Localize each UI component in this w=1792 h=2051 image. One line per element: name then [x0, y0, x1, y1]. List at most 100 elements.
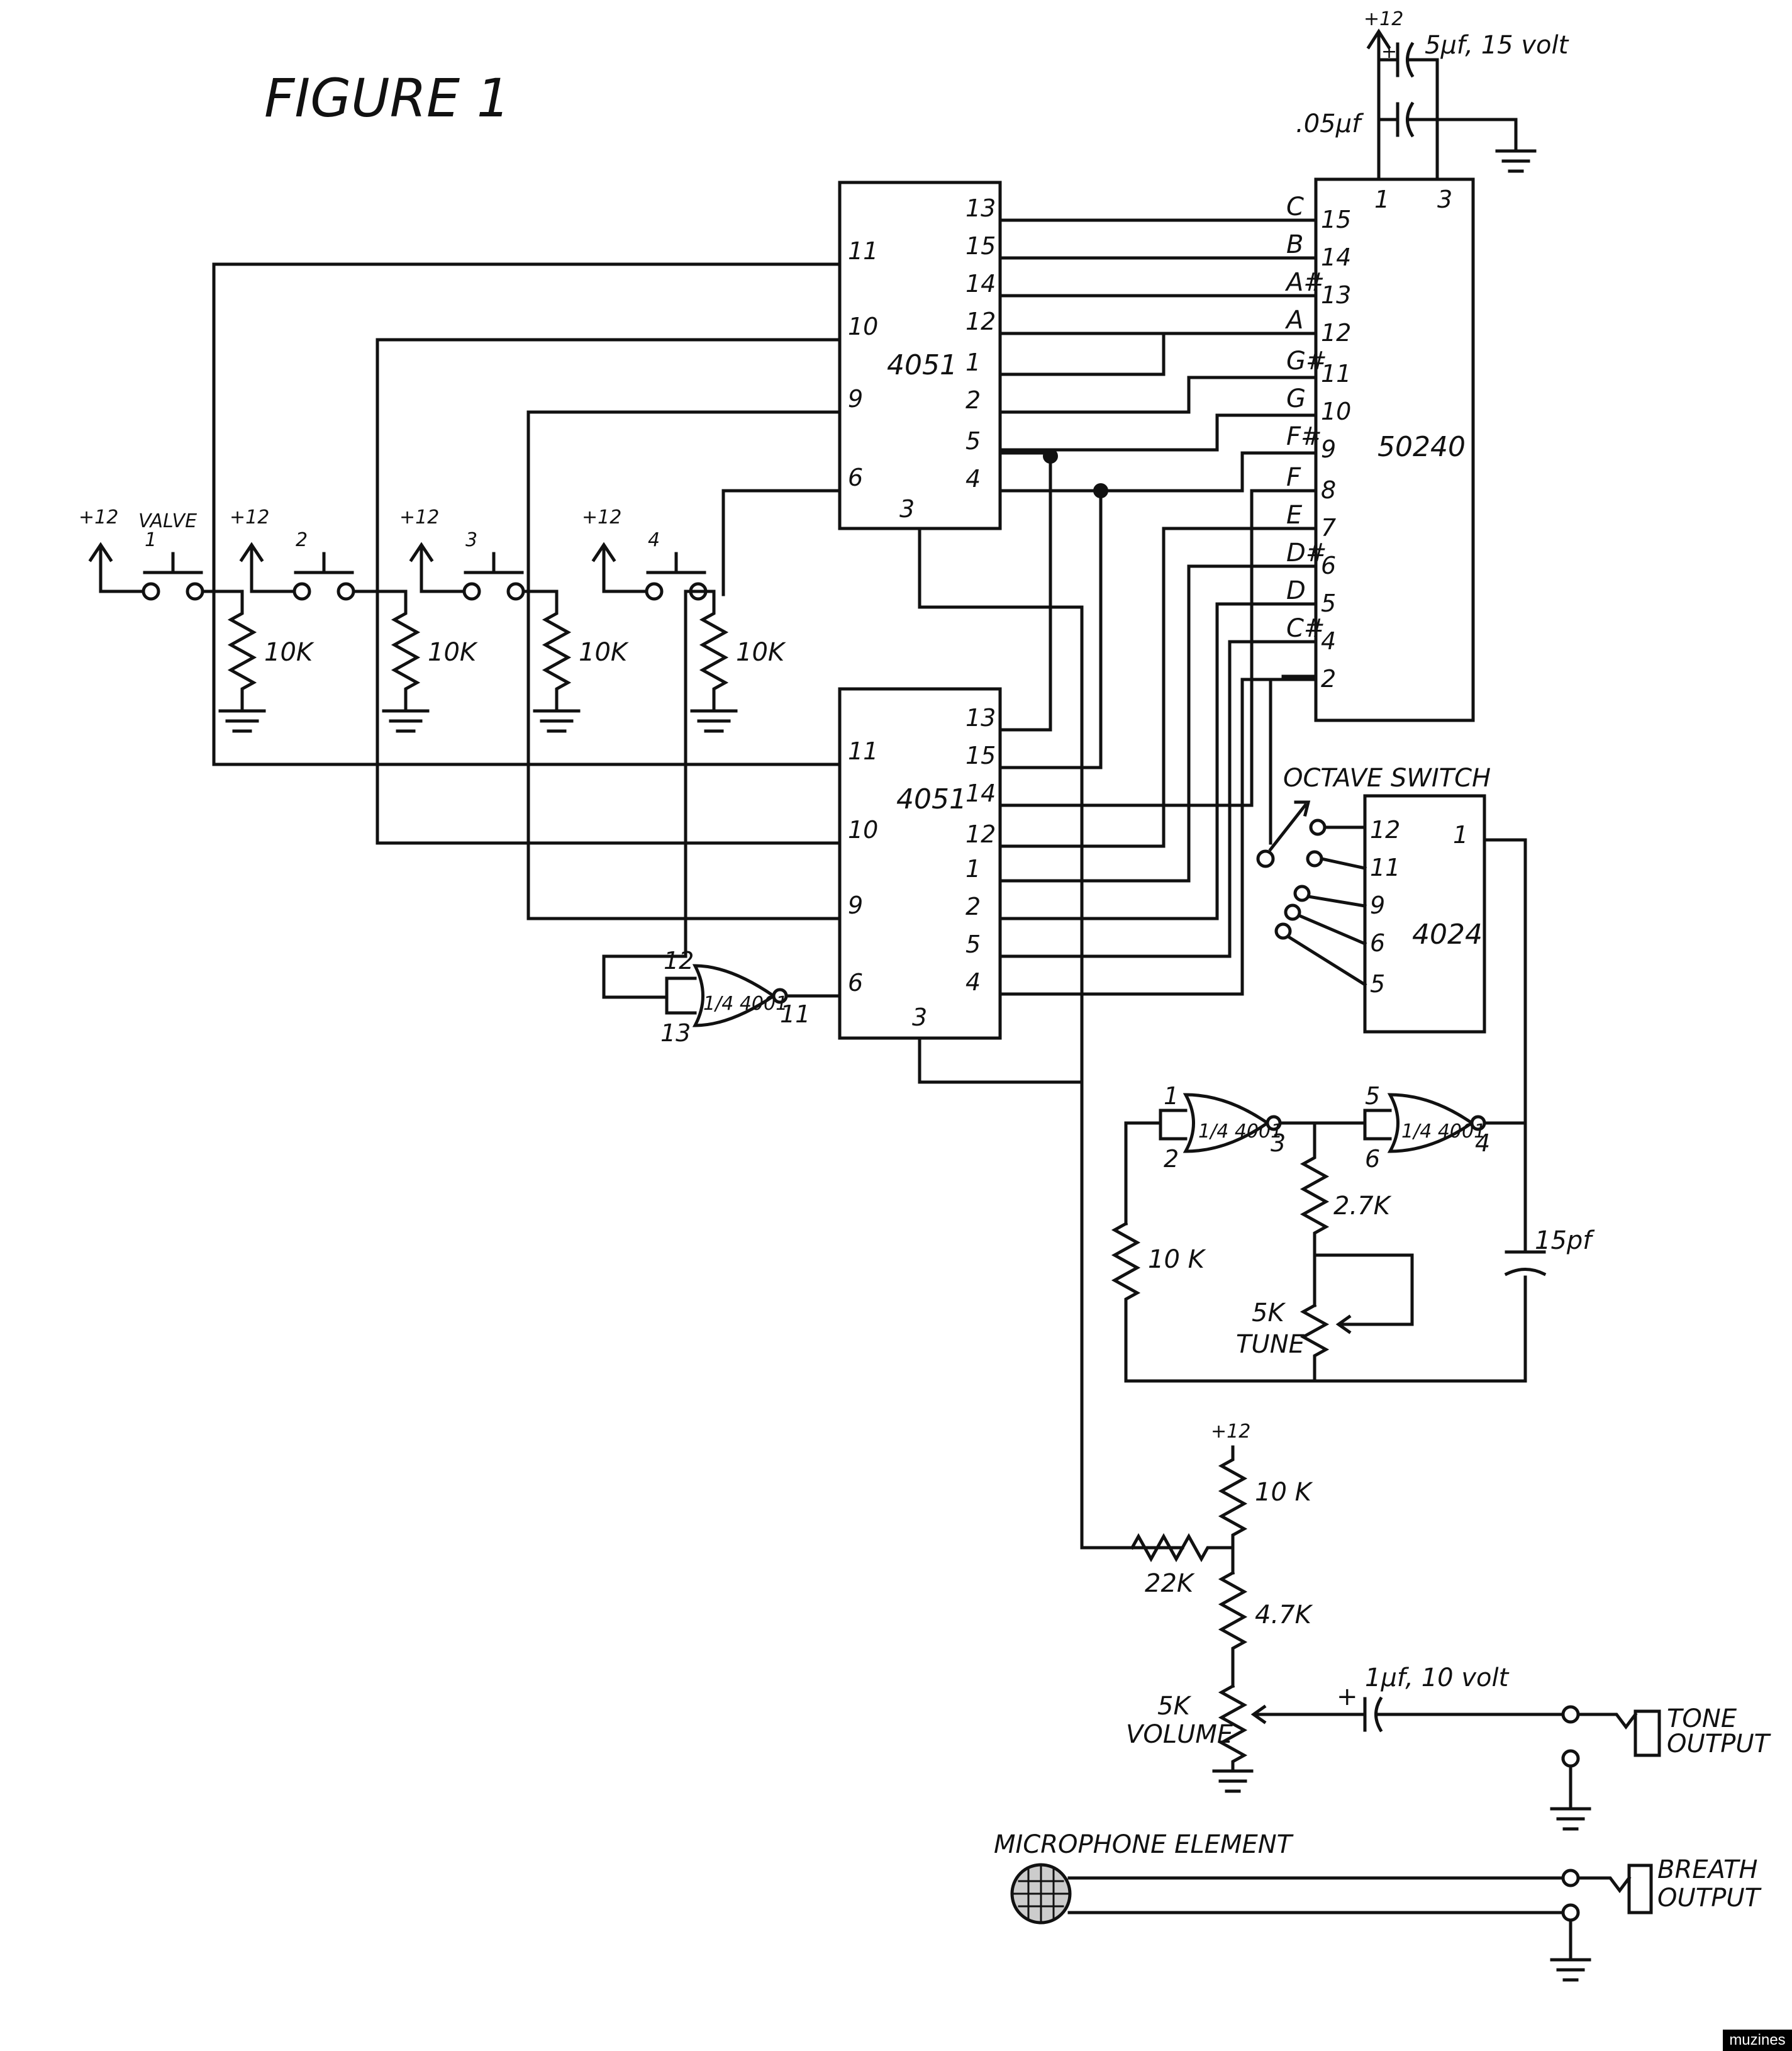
divider-pin-left: 9 — [1370, 891, 1385, 919]
tune-pot-label: 5K — [1252, 1299, 1286, 1327]
tone-pin-number: 11 — [1321, 360, 1351, 388]
mux-bottom-pin-right: 12 — [966, 820, 996, 848]
r-series-label: 2.7K — [1333, 1192, 1392, 1221]
nor-c-label: 1/4 4001 — [1401, 1121, 1486, 1143]
valve-number: 3 — [465, 529, 477, 551]
tone-pin-number: 14 — [1321, 243, 1351, 271]
divider-pin-left: 5 — [1370, 970, 1385, 998]
volume-pot-name: VOLUME — [1126, 1720, 1233, 1749]
figure-title: FIGURE 1 — [264, 67, 510, 129]
tone-pin-top: 3 — [1437, 186, 1452, 213]
pull-down-label: 10K — [428, 638, 478, 667]
nor-c-pin: 5 — [1365, 1082, 1380, 1110]
divider-pin-left: 11 — [1370, 854, 1400, 881]
mux-bottom-pin-right: 2 — [966, 893, 981, 920]
breath-output-jack[interactable] — [1561, 1864, 1653, 1959]
note-label: F# — [1286, 422, 1322, 451]
ground-icon — [1495, 149, 1537, 173]
valve-number: 4 — [648, 529, 660, 551]
note-label: F — [1286, 463, 1301, 492]
valve-supply-label: +12 — [582, 506, 621, 528]
cap-1uf-label: 1µf, 10 volt — [1365, 1663, 1510, 1692]
nor-b-label: 1/4 4001 — [1198, 1121, 1283, 1143]
ic-4051-bottom-label: 4051 — [896, 783, 967, 815]
octave-switch[interactable]: OCTAVE SWITCH — [1256, 764, 1491, 987]
valve-supply-label: +12 — [230, 506, 269, 528]
nor-a-pin: 12 — [664, 947, 694, 975]
tone-pin-number: 8 — [1321, 476, 1336, 504]
tone-clock-wire — [1269, 674, 1318, 845]
ground-icon — [1550, 1807, 1591, 1831]
nor-b-pin: 1 — [1164, 1082, 1179, 1110]
tone-output-label: TONE — [1667, 1704, 1737, 1733]
divider-pin-left: 12 — [1370, 816, 1400, 844]
cap-15pf-label: 15pf — [1535, 1226, 1595, 1255]
tone-pin-number: 6 — [1321, 552, 1336, 579]
tone-pin-number: 15 — [1321, 206, 1351, 233]
note-bus-top — [998, 218, 1318, 493]
tone-pin-number: 5 — [1321, 590, 1336, 617]
tone-pin-number: 2 — [1321, 665, 1336, 693]
nor-a-label: 1/4 4001 — [703, 993, 787, 1015]
ground-icon — [218, 709, 266, 733]
mux-bottom-pin-right: 1 — [966, 855, 981, 883]
power-decoupling: +12 + 5µf, 15 volt .05µf — [1296, 8, 1569, 181]
tune-pot-name: TUNE — [1236, 1330, 1305, 1359]
mux-bottom-pin-right: 15 — [966, 742, 996, 769]
nor-a-pin: 11 — [780, 1000, 810, 1028]
valve-title: VALVE — [138, 510, 197, 532]
ic-50240: 50240 1 3 15C14B13A#12A11G#10G9F#8F7E6D#… — [1284, 177, 1475, 722]
tone-pin-number: 4 — [1321, 627, 1336, 655]
valve-supply-label: +12 — [79, 506, 118, 528]
ic-4051-top-label: 4051 — [887, 349, 957, 381]
mux-top-pin-left: 10 — [848, 313, 878, 340]
mux-top-pin-left: 11 — [848, 237, 878, 265]
note-label: D — [1286, 576, 1306, 605]
valve-number: 2 — [296, 529, 308, 551]
tone-pin-number: 12 — [1321, 319, 1351, 347]
nor-a-pin: 13 — [660, 1019, 691, 1047]
note-label: B — [1286, 230, 1303, 259]
pull-down-label: 10K — [264, 638, 314, 667]
oscillator: 1/4 4001 1 2 3 1/4 4001 5 6 4 10 K 2.7K … — [1111, 1082, 1595, 1383]
ground-icon — [1550, 1958, 1591, 1982]
note-label: C — [1286, 193, 1304, 221]
tone-pin-number: 9 — [1321, 435, 1336, 463]
tone-output-label: OUTPUT — [1667, 1730, 1772, 1758]
mux-top-pin-right: 14 — [966, 270, 996, 298]
tone-pin-number: 10 — [1321, 398, 1351, 425]
volume-pot-label: 5K — [1157, 1692, 1191, 1721]
mux-bottom-pin-right: 14 — [966, 780, 996, 807]
breath-output-label: OUTPUT — [1657, 1884, 1762, 1913]
watermark: muzines — [1723, 2030, 1792, 2051]
r-input-label: 22K — [1145, 1569, 1195, 1598]
r-top-label: 10 K — [1255, 1478, 1313, 1507]
breath-output-label: BREATH — [1657, 1855, 1757, 1884]
valve-switch-2[interactable]: +12 2 10K — [230, 506, 478, 733]
note-label: A# — [1284, 268, 1325, 297]
note-bus-bottom — [998, 449, 1318, 996]
valve-switch-4[interactable]: +12 4 10K — [582, 506, 786, 733]
ground-icon — [382, 709, 430, 733]
output-stage: +12 10 K 22K 4.7K 5K VOLUME + 1µf, 10 vo… — [1126, 1421, 1772, 1831]
supply-label-top: +12 — [1364, 8, 1403, 30]
microphone-label: MICROPHONE ELEMENT — [994, 1830, 1294, 1859]
mux-bottom-pin-left: 11 — [848, 737, 878, 765]
tone-output-jack[interactable] — [1561, 1705, 1661, 1808]
cap-large-label: 5µf, 15 volt — [1425, 31, 1569, 60]
mux-top-pin-right: 2 — [966, 386, 981, 414]
valve-switch-3[interactable]: +12 3 10K — [399, 506, 629, 733]
pull-down-label: 10K — [736, 638, 786, 667]
cap-polarity: + — [1337, 1682, 1358, 1711]
mux-bottom-pin-right: 4 — [966, 968, 981, 996]
r-mid-label: 4.7K — [1255, 1601, 1313, 1629]
mux-top-pin-right: 1 — [966, 349, 981, 376]
cap-small-label: .05µf — [1296, 109, 1364, 138]
microphone-icon — [1010, 1863, 1072, 1925]
supply-label-output: +12 — [1211, 1421, 1250, 1443]
